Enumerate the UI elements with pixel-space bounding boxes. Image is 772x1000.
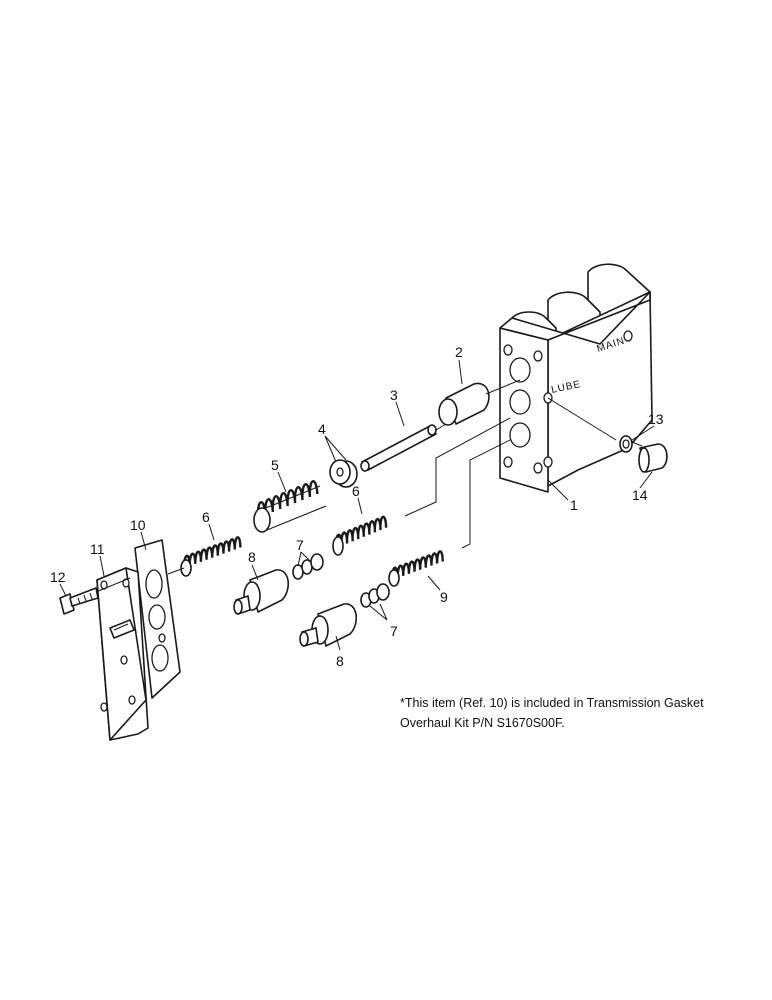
callout-5-label: 5	[271, 457, 279, 473]
callout-12-label: 12	[50, 569, 66, 585]
leader-lines	[59, 359, 655, 651]
stem-part	[360, 424, 437, 472]
callout-3-label: 3	[390, 387, 398, 403]
plug-part	[638, 443, 668, 473]
note-line-2: Overhaul Kit P/N S1670S00F.	[400, 716, 565, 730]
spring-part-middle	[332, 515, 388, 556]
spring-part-upper	[180, 536, 242, 577]
callout-valve-body-label: 1	[570, 497, 578, 513]
gasket-kit-note: *This item (Ref. 10) is included in Tran…	[400, 693, 740, 733]
plunger-part-upper	[233, 569, 289, 615]
plunger-part-lower	[299, 603, 357, 647]
callout-9-label: 9	[440, 589, 448, 605]
assembly-lines	[95, 379, 643, 593]
washer-set-lower	[360, 583, 390, 608]
callout-10-label: 10	[130, 517, 146, 533]
large-spring-part	[253, 480, 327, 533]
callout-8-upper-label: 8	[248, 549, 256, 565]
callout-8-lower-label: 8	[336, 653, 344, 669]
note-line-1: *This item (Ref. 10) is included in Tran…	[400, 696, 704, 710]
callout-13-label: 13	[648, 411, 664, 427]
callouts: 2 3 4 5 6 6 7 7 8 8 9 10 11 12 13 14 1	[50, 344, 664, 669]
callout-4-label: 4	[318, 421, 326, 437]
callout-6-upper-label: 6	[202, 509, 210, 525]
spring-part-lower	[388, 550, 444, 587]
washer-set-upper	[292, 553, 324, 580]
callout-14-label: 14	[632, 487, 648, 503]
callout-7-upper-label: 7	[296, 537, 304, 553]
o-ring-part	[619, 435, 633, 453]
bolt-part	[59, 587, 99, 615]
washer-part	[329, 459, 358, 488]
cover-plate-part	[96, 567, 149, 741]
callout-1-label: 2	[455, 344, 463, 360]
callout-11-label: 11	[90, 541, 105, 557]
callout-6-lower-label: 6	[352, 483, 360, 499]
callout-7-lower-label: 7	[390, 623, 398, 639]
piston-part	[438, 382, 490, 426]
valve-body-part: MAIN LUBE	[499, 263, 653, 493]
gasket-part	[134, 539, 181, 699]
